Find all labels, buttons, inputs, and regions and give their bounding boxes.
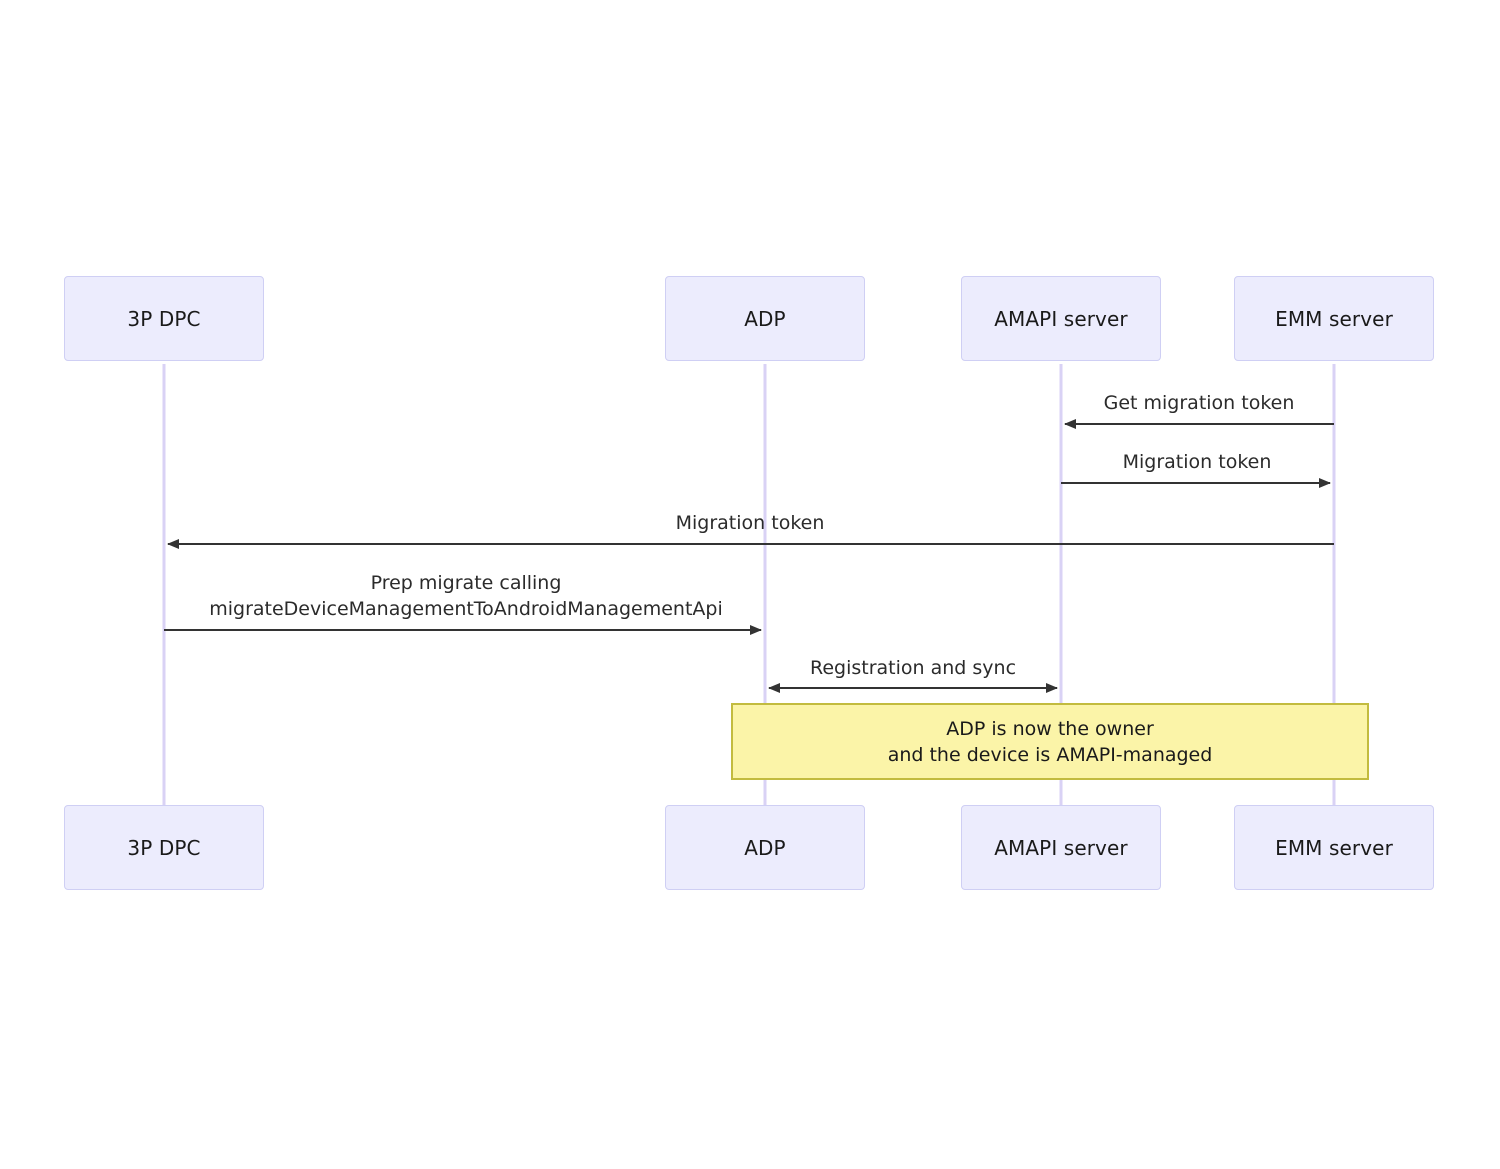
participant-label-emm-bottom: EMM server — [1275, 835, 1393, 860]
participant-box-bottom-emm[interactable]: EMM server — [1234, 805, 1434, 890]
participant-label-dpc: 3P DPC — [127, 306, 201, 331]
message-label-registration-and-sync: Registration and sync — [810, 655, 1016, 681]
participant-box-bottom-amapi[interactable]: AMAPI server — [961, 805, 1161, 890]
participant-box-bottom-dpc[interactable]: 3P DPC — [64, 805, 264, 890]
participant-label-adp: ADP — [744, 306, 786, 331]
message-text-line2: migrateDeviceManagementToAndroidManageme… — [209, 598, 723, 620]
message-arrows — [164, 419, 1334, 693]
message-text: Registration and sync — [809, 657, 1017, 679]
message-label-migration-token-emm-dpc: Migration token — [676, 510, 825, 536]
participant-box-top-adp[interactable]: ADP — [665, 276, 865, 361]
note-line-2: and the device is AMAPI-managed — [887, 743, 1213, 766]
participant-box-bottom-adp[interactable]: ADP — [665, 805, 865, 890]
message-text: Migration token — [1122, 451, 1272, 473]
participant-label-amapi-bottom: AMAPI server — [994, 835, 1128, 860]
message-text-line1: Prep migrate calling — [370, 572, 562, 594]
participant-label-adp-bottom: ADP — [744, 835, 786, 860]
note-line-1: ADP is now the owner — [946, 717, 1154, 740]
message-text: Get migration token — [1103, 392, 1295, 414]
participant-box-top-dpc[interactable]: 3P DPC — [64, 276, 264, 361]
message-text: Migration token — [675, 512, 825, 534]
message-label-prep-migrate: Prep migrate calling migrateDeviceManage… — [209, 570, 723, 622]
participant-label-amapi: AMAPI server — [994, 306, 1128, 331]
participant-box-top-emm[interactable]: EMM server — [1234, 276, 1434, 361]
message-label-migration-token-amapi-emm: Migration token — [1123, 449, 1272, 475]
note-adp-owner: ADP is now the owner and the device is A… — [731, 703, 1369, 780]
participant-label-emm: EMM server — [1275, 306, 1393, 331]
message-label-get-migration-token: Get migration token — [1104, 390, 1295, 416]
participant-label-dpc-bottom: 3P DPC — [127, 835, 201, 860]
participant-box-top-amapi[interactable]: AMAPI server — [961, 276, 1161, 361]
